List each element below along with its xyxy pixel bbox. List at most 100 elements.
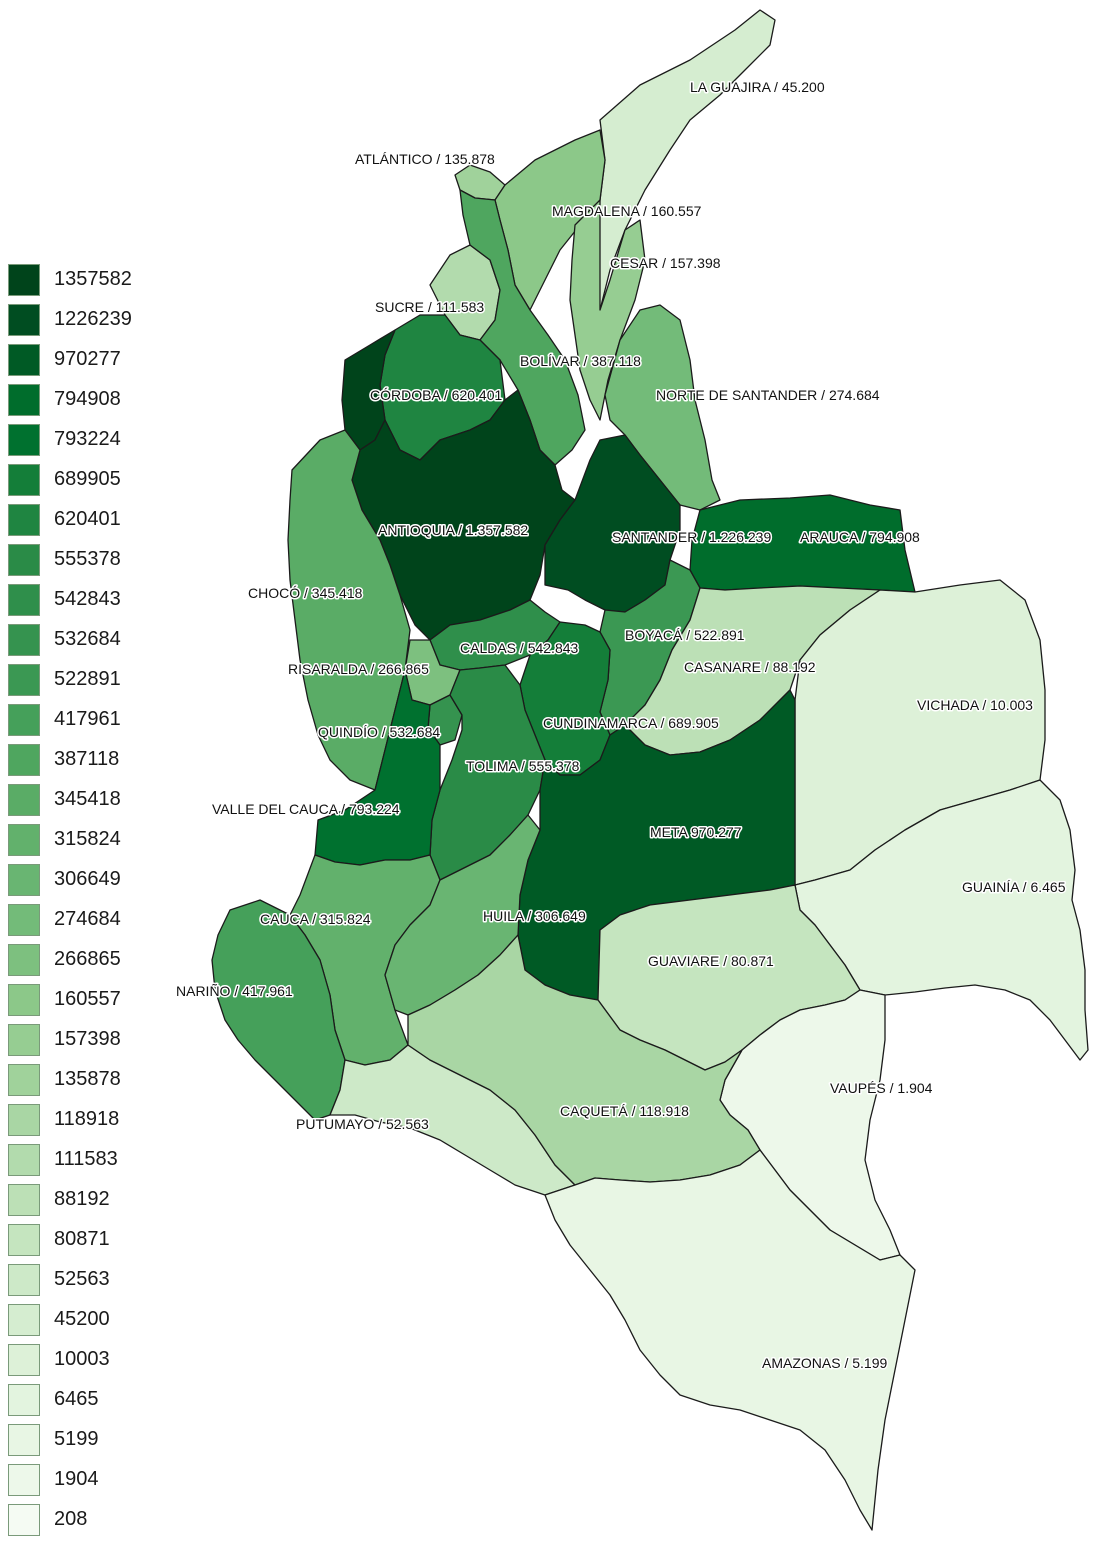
legend-swatch (8, 464, 40, 496)
legend-swatch (8, 1504, 40, 1536)
legend-swatch (8, 1424, 40, 1456)
label-cesar: CESAR / 157.398 (610, 255, 721, 271)
legend-label: 157398 (54, 1028, 121, 1050)
label-casanare: CASANARE / 88.192 (684, 659, 816, 675)
legend-item: 306649 (8, 864, 168, 904)
legend-item: 208 (8, 1504, 168, 1544)
legend-item: 345418 (8, 784, 168, 824)
legend-label: 5199 (54, 1428, 99, 1450)
legend-swatch (8, 1144, 40, 1176)
label-guainia: GUAINÍA / 6.465 (962, 879, 1066, 895)
legend-swatch (8, 1264, 40, 1296)
legend-item: 135878 (8, 1064, 168, 1104)
label-caldas: CALDAS / 542.843 (460, 640, 579, 656)
label-choco: CHOCÓ / 345.418 (248, 585, 363, 601)
legend-item: 970277 (8, 344, 168, 384)
legend-label: 522891 (54, 668, 121, 690)
region-narino[interactable] (211, 899, 346, 1121)
label-meta: META 970.277 (650, 824, 742, 840)
label-cauca: CAUCA / 315.824 (260, 911, 371, 927)
legend-item: 6465 (8, 1384, 168, 1424)
legend-label: 274684 (54, 908, 121, 930)
label-antioquia: ANTIOQUIA / 1.357.582 (378, 522, 528, 538)
legend-label: 80871 (54, 1228, 110, 1250)
legend-swatch (8, 944, 40, 976)
label-magdalena: MAGDALENA / 160.557 (552, 203, 702, 219)
region-norte-de-santander[interactable] (604, 304, 721, 511)
label-arauca: ARAUCA / 794.908 (800, 529, 920, 545)
legend-swatch (8, 1344, 40, 1376)
legend-label: 345418 (54, 788, 121, 810)
legend-item: 1357582 (8, 264, 168, 304)
legend-swatch (8, 664, 40, 696)
legend-swatch (8, 1104, 40, 1136)
label-narino: NARIÑO / 417.961 (176, 983, 293, 999)
legend-label: 1904 (54, 1468, 99, 1490)
legend-swatch (8, 1304, 40, 1336)
label-santander: SANTANDER / 1.226.239 (612, 529, 771, 545)
label-vaupes: VAUPÉS / 1.904 (830, 1080, 933, 1096)
legend-swatch (8, 824, 40, 856)
legend-swatch (8, 384, 40, 416)
label-caqueta: CAQUETÁ / 118.918 (560, 1103, 689, 1119)
legend-label: 793224 (54, 428, 121, 450)
label-risaralda: RISARALDA / 266.865 (288, 661, 429, 677)
label-la-guajira: LA GUAJIRA / 45.200 (690, 79, 825, 95)
legend-swatch (8, 624, 40, 656)
legend-swatch (8, 1384, 40, 1416)
legend-item: 88192 (8, 1184, 168, 1224)
label-boyaca: BOYACÁ / 522.891 (625, 627, 745, 643)
legend-item: 111583 (8, 1144, 168, 1184)
legend-item: 793224 (8, 424, 168, 464)
legend-swatch (8, 264, 40, 296)
legend-item: 689905 (8, 464, 168, 504)
legend-label: 1357582 (54, 268, 132, 290)
legend-label: 160557 (54, 988, 121, 1010)
legend-label: 266865 (54, 948, 121, 970)
legend-item: 160557 (8, 984, 168, 1024)
region-bolivar[interactable] (459, 189, 586, 466)
legend-label: 10003 (54, 1348, 110, 1370)
legend-swatch (8, 304, 40, 336)
legend-swatch (8, 1064, 40, 1096)
legend-label: 111583 (54, 1148, 118, 1170)
legend-label: 118918 (54, 1108, 120, 1130)
legend-label: 6465 (54, 1388, 99, 1410)
legend-item: 10003 (8, 1344, 168, 1384)
label-sucre: SUCRE / 111.583 (375, 299, 484, 315)
legend-swatch (8, 504, 40, 536)
legend-item: 417961 (8, 704, 168, 744)
legend-label: 306649 (54, 868, 121, 890)
label-vichada: VICHADA / 10.003 (917, 697, 1033, 713)
legend-label: 208 (54, 1508, 88, 1530)
legend-label: 315824 (54, 828, 121, 850)
legend-item: 620401 (8, 504, 168, 544)
legend-swatch (8, 544, 40, 576)
legend-item: 157398 (8, 1024, 168, 1064)
legend-item: 5199 (8, 1424, 168, 1464)
label-quindio: QUINDÍO / 532.684 (318, 724, 440, 740)
legend-item: 555378 (8, 544, 168, 584)
legend-label: 794908 (54, 388, 121, 410)
legend-label: 555378 (54, 548, 121, 570)
legend-item: 80871 (8, 1224, 168, 1264)
legend-item: 266865 (8, 944, 168, 984)
label-atlantico: ATLÁNTICO / 135.878 (355, 151, 495, 167)
legend-label: 970277 (54, 348, 121, 370)
legend-item: 542843 (8, 584, 168, 624)
legend-item: 1226239 (8, 304, 168, 344)
label-norte-de-santander: NORTE DE SANTANDER / 274.684 (656, 387, 880, 403)
legend-item: 315824 (8, 824, 168, 864)
region-amazonas[interactable] (544, 1149, 916, 1531)
legend-label: 52563 (54, 1268, 110, 1290)
legend-label: 135878 (54, 1068, 121, 1090)
legend-label: 45200 (54, 1308, 110, 1330)
label-cundinamarca: CUNDINAMARCA / 689.905 (543, 715, 719, 731)
legend-label: 542843 (54, 588, 121, 610)
legend-item: 52563 (8, 1264, 168, 1304)
legend-swatch (8, 744, 40, 776)
legend-item: 794908 (8, 384, 168, 424)
region-caqueta[interactable] (407, 934, 761, 1186)
label-huila: HUILA / 306.649 (483, 908, 586, 924)
